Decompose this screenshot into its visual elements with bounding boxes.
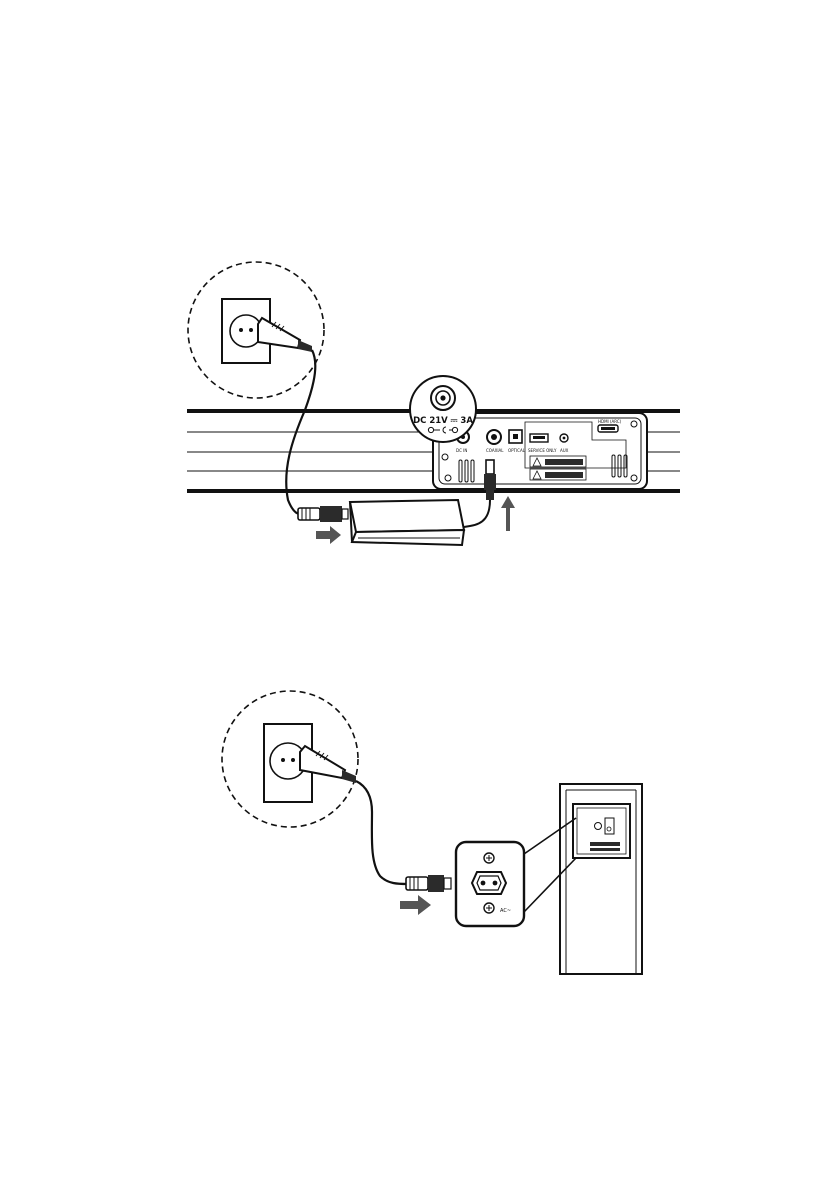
port-label-coaxial: COAXIAL [486,448,504,453]
ac-inlet-icon: AC~ [456,842,524,926]
arrow-icon [316,526,341,544]
power-plug-icon [298,506,348,522]
subwoofer-rear [560,784,642,974]
dc-connector-icon [484,460,496,500]
rear-panel [573,804,630,858]
port-label-hdmi: HDMI (ARC) [598,419,622,424]
mains-cable [356,781,408,884]
power-adapter-icon [350,500,464,545]
figure-soundbar-power: DC IN COAXIAL OPTICAL S [187,262,680,545]
dc-rating-label: DC 21V ⎓ 3A [413,416,473,426]
port-label-usb: SERVICE ONLY [528,448,557,453]
hdmi-port: HDMI (ARC) [598,419,622,432]
ac-label: AC~ [500,908,511,914]
power-plug-icon [406,875,451,892]
port-label-dc-in: DC IN [456,448,467,453]
wall-socket-callout [222,691,358,827]
dc-jack-callout: DC 21V ⎓ 3A [410,376,476,442]
port-label-aux: AUX [560,448,569,453]
port-label-optical: OPTICAL [508,448,526,453]
arrow-icon [400,895,431,915]
figure-subwoofer-power: AC~ [222,691,642,974]
wall-socket-callout [188,262,324,398]
arrow-icon [501,496,515,531]
